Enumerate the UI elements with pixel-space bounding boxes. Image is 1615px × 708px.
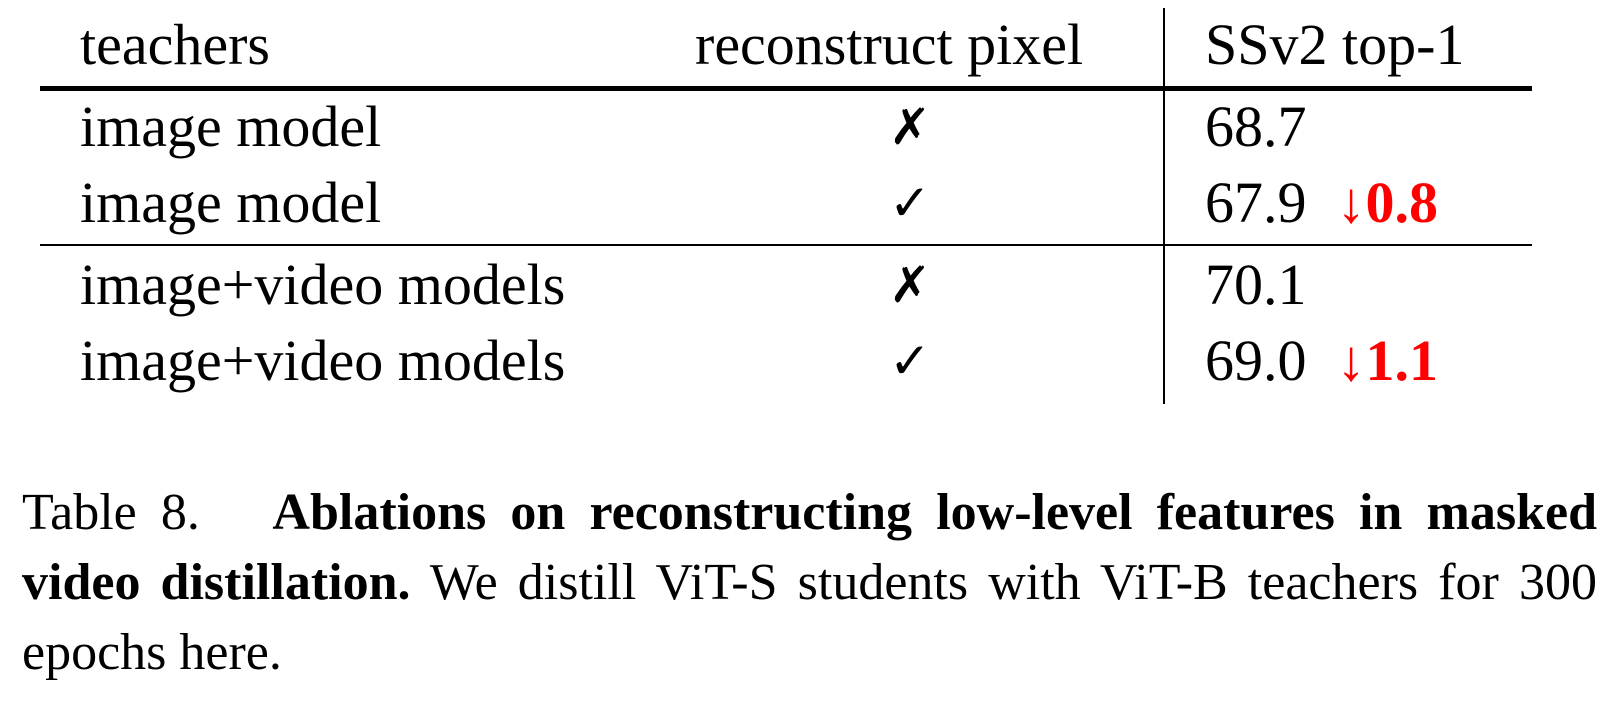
row-1-score: 68.7 <box>1205 94 1307 159</box>
row-4-check-icon: ✓ <box>889 332 931 390</box>
row-1-teacher: image model <box>80 94 382 159</box>
row-4-score-cell: 69.0↓1.1 <box>1205 332 1438 390</box>
header-rule <box>40 86 1532 91</box>
caption-text: We distill ViT-S students with ViT-B tea… <box>22 554 1597 681</box>
row-4-delta-value: 1.1 <box>1365 328 1439 393</box>
down-arrow-icon: ↓ <box>1336 170 1366 235</box>
group-divider-rule <box>40 244 1532 246</box>
caption-label: Table 8. <box>22 484 200 541</box>
row-4-score: 69.0 <box>1205 328 1307 393</box>
table-caption: Table 8. Ablations on reconstructing low… <box>22 478 1597 688</box>
row-3-cross-icon: ✗ <box>889 256 931 314</box>
row-2-check-icon: ✓ <box>889 174 931 232</box>
header-teachers: teachers <box>80 12 270 77</box>
row-2-teacher: image model <box>80 170 382 235</box>
row-3-score: 70.1 <box>1205 252 1307 317</box>
header-reconstruct-pixel: reconstruct pixel <box>695 12 1084 77</box>
row-2-score-cell: 67.9↓0.8 <box>1205 174 1438 232</box>
row-4-delta: ↓1.1 <box>1337 328 1439 393</box>
row-2-delta-value: 0.8 <box>1365 170 1439 235</box>
row-2-score: 67.9 <box>1205 170 1307 235</box>
row-4-teacher: image+video models <box>80 328 566 393</box>
row-2-delta: ↓0.8 <box>1337 170 1439 235</box>
results-table: teachers reconstruct pixel SSv2 top-1 im… <box>40 8 1532 404</box>
caption-bold-title: Ablations on reconstructing low-level fe… <box>22 484 1597 611</box>
row-3-teacher: image+video models <box>80 252 566 317</box>
header-ssv2-top1: SSv2 top-1 <box>1205 12 1465 77</box>
down-arrow-icon: ↓ <box>1336 328 1366 393</box>
row-1-cross-icon: ✗ <box>889 98 931 156</box>
vertical-divider <box>1163 8 1165 404</box>
